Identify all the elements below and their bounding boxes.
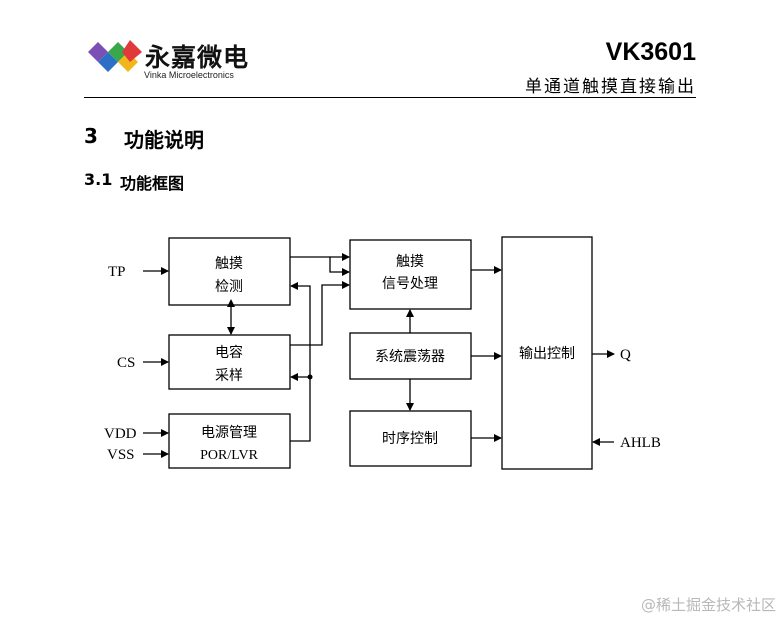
pin-vdd: VDD [104,426,137,442]
section-title: 功能说明 [124,128,204,152]
subsection-number: 3.1 [84,170,113,189]
oscillator-label: 系统震荡器 [375,349,445,365]
model-number: VK3601 [605,38,696,66]
power-mgmt-label-2: POR/LVR [200,448,259,463]
block-output-ctrl [501,236,593,470]
signal-proc-label-1: 触摸 [396,254,424,270]
pin-q: Q [620,347,631,363]
subsection-title: 功能框图 [120,174,185,193]
document-subtitle: 单通道触摸直接输出 [525,77,696,97]
touch-detect-label-2: 检测 [215,279,243,295]
signal-proc-label-2: 信号处理 [382,276,438,292]
header-divider [84,97,696,98]
pin-tp: TP [108,264,126,280]
block-cap-sample [168,334,291,390]
pin-cs: CS [117,355,135,371]
pin-ahlb: AHLB [620,435,661,451]
power-mgmt-label-1: 电源管理 [201,425,257,441]
output-ctrl-label: 输出控制 [519,346,575,362]
block-signal-proc [349,239,472,310]
timing-label: 时序控制 [382,431,438,447]
cap-sample-label-1: 电容 [215,344,243,361]
section-number: 3 [84,124,98,148]
touch-detect-label-1: 触摸 [215,256,243,272]
brand-name: 永嘉微电 [145,43,250,72]
cap-sample-label-2: 采样 [215,368,243,384]
brand-subtitle: Vinka Microelectronics [144,70,234,80]
watermark: @稀土掘金技术社区 [640,596,776,614]
pin-vss: VSS [107,447,135,463]
logo-icon [88,40,142,72]
